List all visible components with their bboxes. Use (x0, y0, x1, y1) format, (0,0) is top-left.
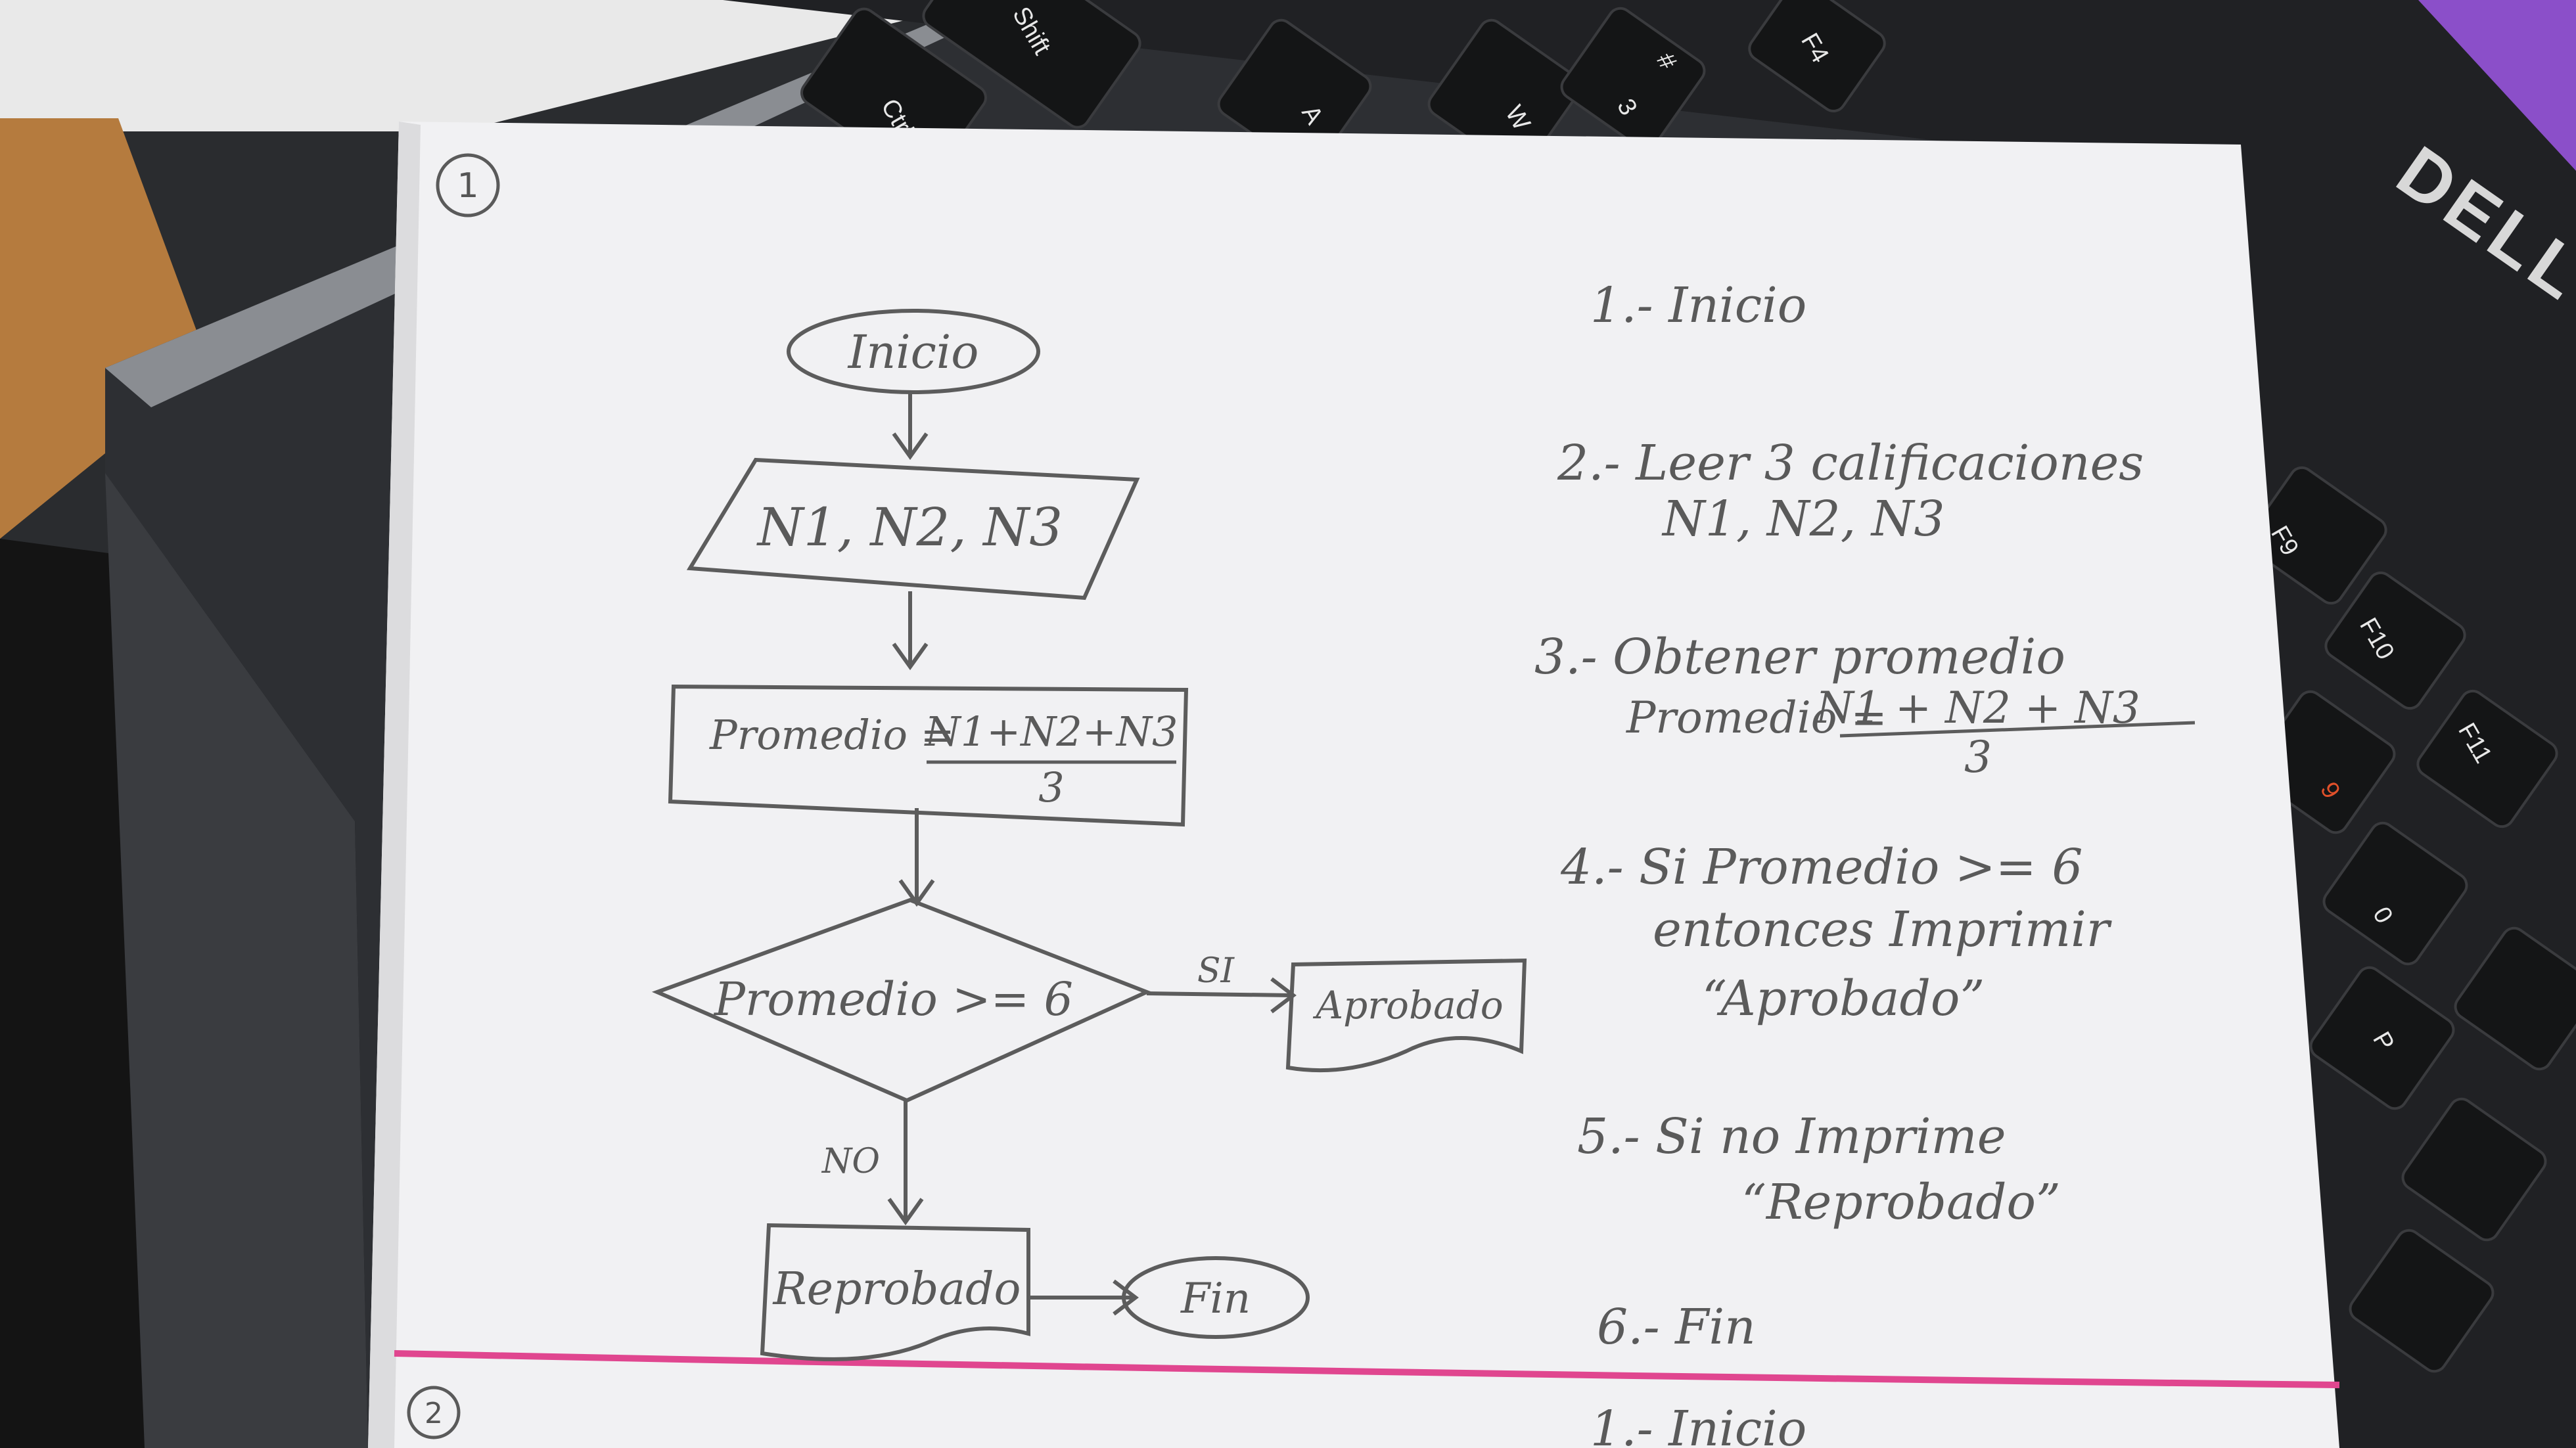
start-label: Inicio (847, 325, 979, 379)
laptop-edge-highlight (105, 0, 1025, 407)
step-4-line3: “Aprobado” (1702, 970, 1985, 1027)
key-bracket (2401, 1097, 2547, 1242)
end-terminal (1122, 1256, 1310, 1339)
key-shift (922, 0, 1141, 129)
input-label: N1, N2, N3 (756, 497, 1063, 558)
decision-diamond (651, 897, 1152, 1103)
flowchart (651, 309, 1527, 1361)
step-3-line1: 3.- Obtener promedio (1534, 629, 2065, 685)
key-minus (2454, 926, 2576, 1071)
key-p (2309, 966, 2455, 1110)
step-3-denominator: 3 (1964, 732, 1992, 782)
step-3-fraction-bar (1839, 721, 2196, 738)
key-label-f10: F10 (2354, 614, 2399, 665)
section-two-circle (407, 1386, 461, 1439)
arrowhead-end (1113, 1279, 1139, 1316)
key-label-f4: F4 (1795, 29, 1834, 68)
step-5-line1: 5.- Si no Imprime (1577, 1108, 2006, 1165)
step-4-line1: 4.- Si Promedio >= 6 (1560, 839, 2082, 895)
key-label-ctrl: Ctrl (875, 95, 919, 142)
arrowhead-input (892, 432, 929, 461)
screen-corner (2418, 0, 2576, 171)
keyboard-deck (723, 0, 2576, 1448)
key-a (1217, 18, 1372, 172)
dark-cloth (0, 539, 368, 1448)
key-0 (2322, 821, 2468, 966)
key-label-9: 9 (2314, 778, 2345, 803)
yes-output-label: Aprobado (1312, 983, 1503, 1028)
next-step-1: 1.- Inicio (1590, 1401, 1806, 1448)
laptop-side (105, 473, 368, 1448)
divider-line (394, 1350, 2340, 1388)
arrowhead-yes (1270, 977, 1297, 1014)
key-f9 (2245, 466, 2387, 605)
no-output-document (760, 1223, 1030, 1361)
key-label-shift: Shift (1007, 3, 1056, 60)
wall-area (0, 0, 986, 131)
key-label-0: 0 (2367, 903, 2398, 928)
step-3-numerator: N1 + N2 + N3 (1814, 683, 2140, 733)
key-label-p: P (2367, 1028, 2399, 1056)
arrowhead-process (892, 643, 929, 671)
key-3 (1560, 7, 1706, 151)
key-label-f9: F9 (2265, 522, 2304, 560)
wooden-desk (0, 118, 210, 539)
step-2-line2: N1, N2, N3 (1661, 491, 1945, 547)
yes-label: SI (1197, 951, 1235, 991)
key-f11 (2416, 689, 2558, 828)
arrowhead-no (887, 1198, 924, 1226)
section-two-number: 2 (425, 1397, 443, 1430)
key-label-hash: # (1651, 49, 1682, 74)
step-2-line1: 2.- Leer 3 calificaciones (1557, 435, 2144, 491)
laptop-body (105, 0, 2576, 1448)
key-label-f11: F11 (2452, 719, 2497, 768)
process-numerator: N1+N2+N3 (924, 708, 1178, 756)
section-one-number: 1 (457, 166, 478, 206)
purple-cloth (0, 578, 105, 762)
yes-output-document (1285, 958, 1527, 1073)
key-label-a: A (1296, 101, 1328, 130)
process-box (668, 684, 1189, 827)
dell-logo: DELL (2383, 131, 2576, 317)
step-6: 6.- Fin (1597, 1299, 1756, 1355)
section-one-circle (436, 153, 500, 217)
step-5-line2: “Reprobado” (1741, 1174, 2061, 1231)
key-quote (2349, 1229, 2495, 1373)
keyboard-keys (800, 0, 2576, 1373)
end-label: Fin (1180, 1275, 1251, 1323)
no-output-label: Reprobado (772, 1263, 1021, 1315)
key-label-w: W (1500, 101, 1535, 135)
key-w (1427, 18, 1582, 172)
step-1: 1.- Inicio (1590, 277, 1806, 334)
input-shape (686, 457, 1140, 600)
key-ctrl (800, 7, 987, 183)
step-4-line2: entonces Imprimir (1653, 901, 2113, 958)
key-label-3: 3 (1611, 95, 1642, 120)
arrowhead-decision (898, 879, 935, 907)
start-terminal (787, 309, 1040, 394)
arrow-yes (1146, 991, 1292, 997)
paper-shadow (368, 122, 421, 1448)
step-3-left: Promedio = (1626, 692, 1887, 743)
key-f10 (2324, 571, 2466, 710)
process-left-label: Promedio = (709, 711, 955, 759)
no-label: NO (821, 1142, 880, 1181)
decision-label: Promedio >= 6 (713, 972, 1073, 1026)
key-9 (2250, 690, 2396, 834)
key-f4 (1748, 0, 1886, 113)
process-denominator: 3 (1038, 763, 1064, 811)
paper-sheet (368, 122, 2339, 1448)
